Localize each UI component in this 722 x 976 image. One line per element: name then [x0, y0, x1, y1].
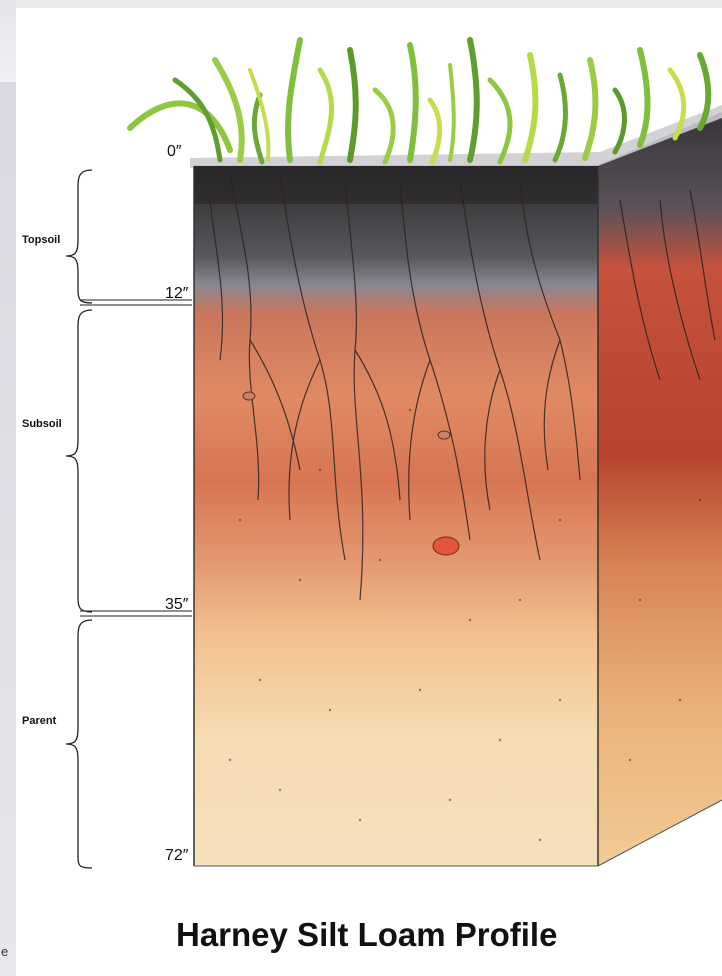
depth-label-0: 0″: [167, 143, 182, 161]
grass-illustration: [130, 40, 708, 162]
depth-label-72: 72″: [165, 847, 188, 865]
edge-text: e: [1, 944, 8, 959]
depth-lines: [80, 300, 192, 616]
brace-icon: [66, 170, 92, 868]
layer-label-subsoil: Subsoil: [22, 418, 62, 430]
soil-side-face: [598, 118, 722, 866]
topsoil-band: [194, 166, 598, 204]
layer-label-topsoil: Topsoil: [22, 234, 60, 246]
figure-caption: Harney Silt Loam Profile: [176, 916, 656, 954]
depth-label-12: 12″: [165, 285, 188, 303]
depth-label-35: 35″: [165, 596, 188, 614]
layer-label-parent: Parent: [22, 715, 56, 727]
soil-front-face: [194, 166, 598, 866]
